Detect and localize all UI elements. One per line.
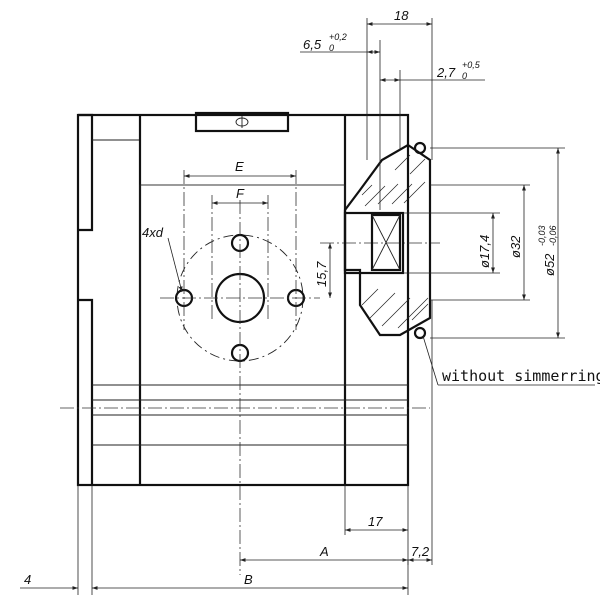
dim-center-height: 15,7 <box>314 261 329 287</box>
dim-7-2: 7,2 <box>411 544 430 559</box>
pump-body <box>76 111 410 487</box>
dim-hole-pattern: 4xd <box>142 225 164 240</box>
dim-pilot-dia-tol-upper: -0,03 <box>537 225 547 246</box>
dim-2-7: 2,7 <box>436 65 456 80</box>
dim-e: E <box>235 159 244 174</box>
seal-note: without simmerring <box>442 367 600 385</box>
flange-section <box>343 141 432 340</box>
dim-shaft-dia: ø17,4 <box>477 235 492 268</box>
dim-6-5: 6,5 <box>303 37 322 52</box>
dim-4: 4 <box>24 572 31 587</box>
dim-2-7-tol-lower: 0 <box>462 71 467 81</box>
dim-a: A <box>319 544 329 559</box>
dim-b: B <box>244 572 253 587</box>
dim-17: 17 <box>368 514 383 529</box>
dim-2-7-tol-upper: +0,5 <box>462 60 481 70</box>
dim-18: 18 <box>394 8 409 23</box>
dimension-lines <box>20 18 595 595</box>
dim-pilot-dia-tol-lower: -0,06 <box>548 225 558 246</box>
dimension-labels: 18 6,5 +0,2 0 2,7 +0,5 0 ø17,4 ø32 ø52 -… <box>24 8 600 587</box>
dim-6-5-tol-upper: +0,2 <box>329 32 347 42</box>
dim-hub-dia: ø32 <box>508 235 523 258</box>
dim-pilot-dia: ø52 <box>542 253 557 276</box>
port-pattern <box>160 170 320 575</box>
dim-f: F <box>236 186 245 201</box>
dim-6-5-tol-lower: 0 <box>329 43 334 53</box>
